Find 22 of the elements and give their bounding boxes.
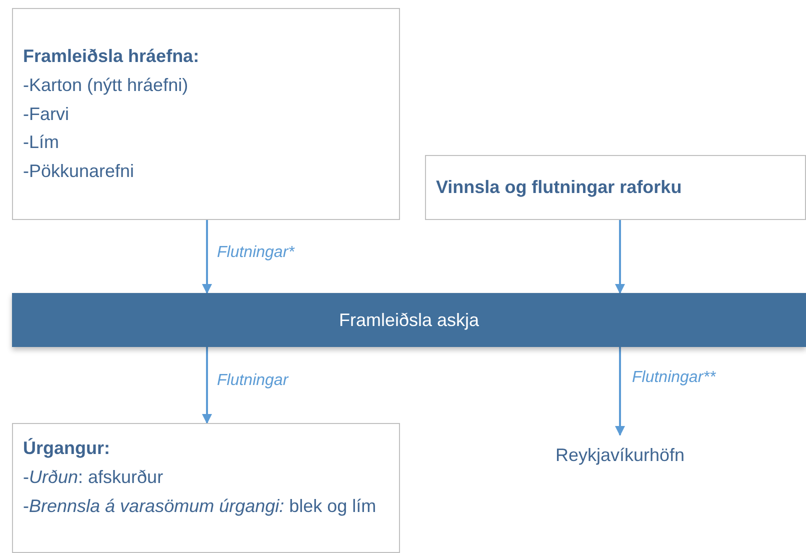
edge-label: Flutningar: [215, 372, 290, 390]
process-box: [12, 8, 400, 220]
box-text: Framleiðsla askja: [338, 308, 480, 332]
process-box: [12, 423, 400, 553]
arrow: [615, 347, 625, 436]
process-box: [425, 155, 806, 220]
edge-label: Flutningar**: [630, 369, 718, 387]
arrow: [202, 347, 212, 424]
box-heading: Framleiðsla hráefna:: [23, 45, 200, 68]
box-text: -Karton (nýtt hráefni): [23, 74, 190, 97]
arrow: [202, 220, 212, 294]
process-bar: [12, 293, 806, 347]
box-text: Vinnsla og flutningar raforku: [436, 176, 683, 200]
box-text: -Pökkunarefni: [23, 160, 136, 184]
box-text: -Lím: [23, 131, 60, 154]
edge-label: Flutningar*: [215, 244, 296, 262]
arrow: [615, 220, 625, 294]
box-text: Reykjavíkurhöfn: [555, 444, 685, 467]
box-text: -Urðun: afskurður: [23, 466, 164, 489]
box-text: -Farvi: [23, 102, 70, 126]
box-text: -Brennsla á varasömum úrgangi: blek og lím: [23, 494, 378, 518]
box-heading: Úrgangur:: [23, 437, 111, 460]
